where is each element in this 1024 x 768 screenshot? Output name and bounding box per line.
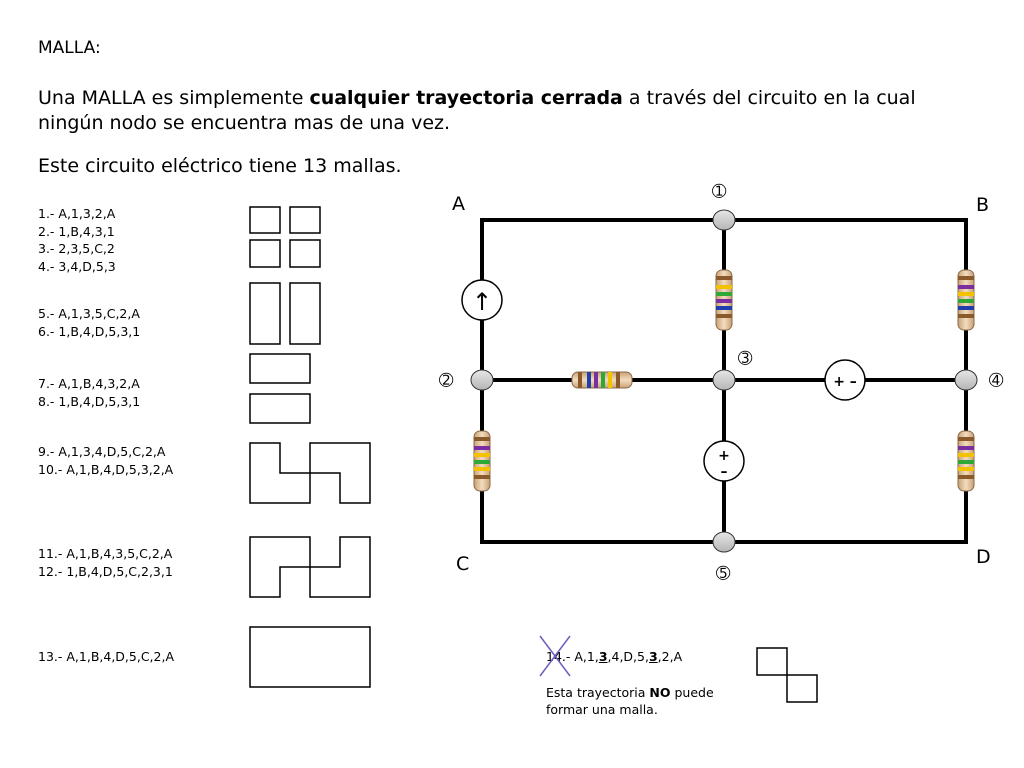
node-1 [712,209,736,231]
invalid-note-prefix: Esta trayectoria [546,685,650,700]
page-title: MALLA: [38,38,101,58]
path-item-2: 2.- 1,B,4,3,1 [38,223,115,239]
mesh-shape-2 [289,206,321,234]
path-item-11: 11.- A,1,B,4,3,5,C,2,A [38,546,173,561]
node-label-5: ➄ [716,564,731,584]
mesh-shape-1 [249,206,281,234]
node-2 [470,369,494,391]
corner-label-b: B [976,194,989,216]
path-item-13: 13.- A,1,B,4,D,5,C,2,A [38,649,174,664]
path-item-5: 5.- A,1,3,5,C,2,A [38,306,140,321]
current-source: ↑ [461,279,503,321]
invalid-note-bold: NO [649,685,671,700]
mesh-shape-8 [249,393,311,424]
path-group-1: 1.- A,1,3,2,A 2.- 1,B,4,3,1 3.- 2,3,5,C,… [38,205,116,275]
mesh-shape-12 [309,536,371,598]
path-group-6: 13.- A,1,B,4,D,5,C,2,A [38,648,174,666]
current-arrow-icon: ↑ [472,288,492,316]
resistor-center-top [715,269,733,331]
repeated-node-1: 3 [598,649,608,664]
mesh-definition-prefix: Una MALLA es simplemente [38,87,310,109]
node-3 [712,369,736,391]
mesh-shape-6 [289,282,321,345]
path-group-5: 11.- A,1,B,4,3,5,C,2,A 12.- 1,B,4,D,5,C,… [38,545,173,580]
mesh-shape-4 [289,239,321,268]
voltage-polarity-plus: + [718,448,730,464]
mesh-definition-suffix: a través del circuito en la cual ningún … [38,87,916,134]
invalid-shape-top [756,647,788,676]
path-item-8: 8.- 1,B,4,D,5,3,1 [38,393,141,409]
corner-label-c: C [456,553,469,575]
mesh-definition: Una MALLA es simplemente cualquier traye… [38,86,978,136]
path-item-1: 1.- A,1,3,2,A [38,206,116,221]
path-group-4: 9.- A,1,3,4,D,5,C,2,A 10.- A,1,B,4,D,5,3… [38,443,173,478]
node-label-2: ➁ [439,371,454,391]
mesh-shape-11 [249,536,311,598]
path-item-3: 3.- 2,3,5,C,2 [38,241,115,256]
mesh-definition-bold: cualquier trayectoria cerrada [309,87,623,109]
node-label-4: ➃ [989,371,1004,391]
path-group-3: 7.- A,1,B,4,3,2,A 8.- 1,B,4,D,5,3,1 [38,375,140,410]
mesh-shape-3 [249,239,281,268]
mesh-count: Este circuito eléctrico tiene 13 mallas. [38,155,402,177]
path-item-7: 7.- A,1,B,4,3,2,A [38,376,140,391]
path-item-4: 4.- 3,4,D,5,3 [38,258,116,274]
mesh-shape-5 [249,282,281,345]
invalid-path-part-2: ,4,D,5, [607,649,649,664]
corner-label-d: D [976,546,991,568]
node-4 [954,369,978,391]
path-item-10: 10.- A,1,B,4,D,5,3,2,A [38,461,174,477]
path-item-12: 12.- 1,B,4,D,5,C,2,3,1 [38,563,173,579]
path-group-2: 5.- A,1,3,5,C,2,A 6.- 1,B,4,D,5,3,1 [38,305,140,340]
corner-label-a: A [452,193,465,215]
node-5 [712,531,736,553]
mesh-shape-7 [249,353,311,384]
node-label-3: ➂ [738,349,753,369]
invalid-note: Esta trayectoria NO puede formar una mal… [546,684,746,718]
invalid-path-part-1: A,1, [574,649,599,664]
repeated-node-2: 3 [648,649,658,664]
resistor-middle-left [571,371,633,389]
mesh-shape-10 [309,442,371,504]
voltage-polarity-minus: – [721,464,728,480]
resistor-left-bottom [473,430,491,492]
resistor-right-bottom [957,430,975,492]
cross-mark-line-2 [539,635,571,677]
invalid-note-suffix: puede formar una malla. [546,685,714,717]
path-item-6: 6.- 1,B,4,D,5,3,1 [38,323,141,339]
voltage-source-vertical: + – [703,440,745,482]
resistor-right-top [957,269,975,331]
node-label-1: ➀ [712,182,727,202]
voltage-source-horizontal: + – [824,359,866,401]
invalid-path-part-3: ,2,A [657,649,683,664]
mesh-shape-13 [249,626,371,688]
invalid-shape-bottom [786,674,818,703]
path-item-9: 9.- A,1,3,4,D,5,C,2,A [38,444,166,459]
voltage-polarity-horizontal: + – [833,374,857,390]
